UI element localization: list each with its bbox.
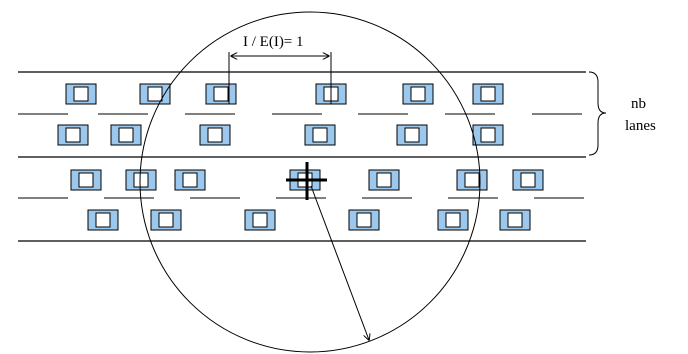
car-icon: [402, 83, 434, 105]
car-icon: [205, 83, 237, 105]
car-icon: [87, 209, 119, 231]
road-lines: [18, 71, 586, 242]
spacing-label: I / E(I)= 1: [243, 34, 304, 50]
car-icon: [368, 169, 400, 191]
car-icon: [199, 124, 231, 146]
spacing-dimension: I / E(I)= 1: [228, 34, 332, 104]
car-icon: [150, 209, 182, 231]
car-icon: [348, 209, 380, 231]
lanes-label-line1: nb: [631, 96, 646, 112]
car-icon: [174, 169, 206, 191]
vehicles: [57, 83, 544, 231]
car-icon: [396, 124, 428, 146]
car-icon: [437, 209, 469, 231]
car-icon: [65, 83, 97, 105]
lane-dividers: [18, 113, 584, 199]
car-icon: [512, 169, 544, 191]
brace-icon: [588, 71, 607, 156]
car-icon: [304, 124, 336, 146]
car-icon: [70, 169, 102, 191]
lanes-label-line2: lanes: [625, 118, 656, 134]
car-icon: [472, 124, 504, 146]
observation-circle: [139, 11, 481, 353]
car-icon: [139, 83, 171, 105]
car-icon: [110, 124, 142, 146]
radius-arrow-icon: [310, 185, 369, 340]
car-icon: [125, 169, 157, 191]
crosshair-icon: [286, 162, 327, 200]
car-icon: [57, 124, 89, 146]
car-icon: [456, 169, 488, 191]
car-icon: [244, 209, 276, 231]
car-icon: [499, 209, 531, 231]
car-icon: [472, 83, 504, 105]
